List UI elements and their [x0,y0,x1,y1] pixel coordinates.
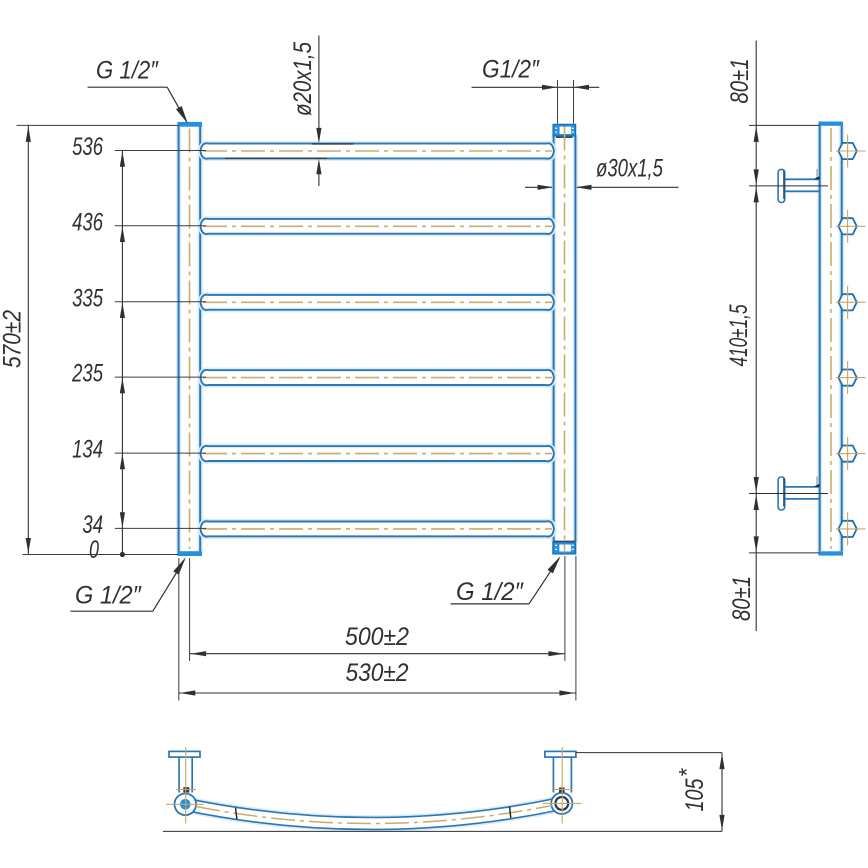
svg-text:G 1/2″: G 1/2″ [75,582,142,610]
svg-text:500±2: 500±2 [345,623,409,651]
svg-text:536: 536 [72,133,103,161]
svg-text:436: 436 [72,208,103,236]
svg-text:G1/2″: G1/2″ [482,56,540,84]
svg-text:530±2: 530±2 [346,659,409,687]
svg-text:G 1/2″: G 1/2″ [456,578,524,606]
svg-text:235: 235 [71,360,103,388]
svg-text:0: 0 [89,536,99,564]
svg-text:ø30x1,5: ø30x1,5 [596,155,663,183]
svg-text:80±1: 80±1 [726,59,754,104]
svg-text:410±1,5: 410±1,5 [725,304,753,366]
svg-text:80±1: 80±1 [728,576,756,621]
svg-text:570±2: 570±2 [0,310,27,368]
svg-text:105: 105 [681,778,709,811]
svg-text:34: 34 [82,511,103,539]
svg-text:134: 134 [72,436,103,464]
svg-text:*: * [675,767,700,777]
svg-text:G 1/2″: G 1/2″ [96,57,159,85]
svg-text:ø20x1,5: ø20x1,5 [289,42,317,116]
svg-text:335: 335 [72,284,103,312]
